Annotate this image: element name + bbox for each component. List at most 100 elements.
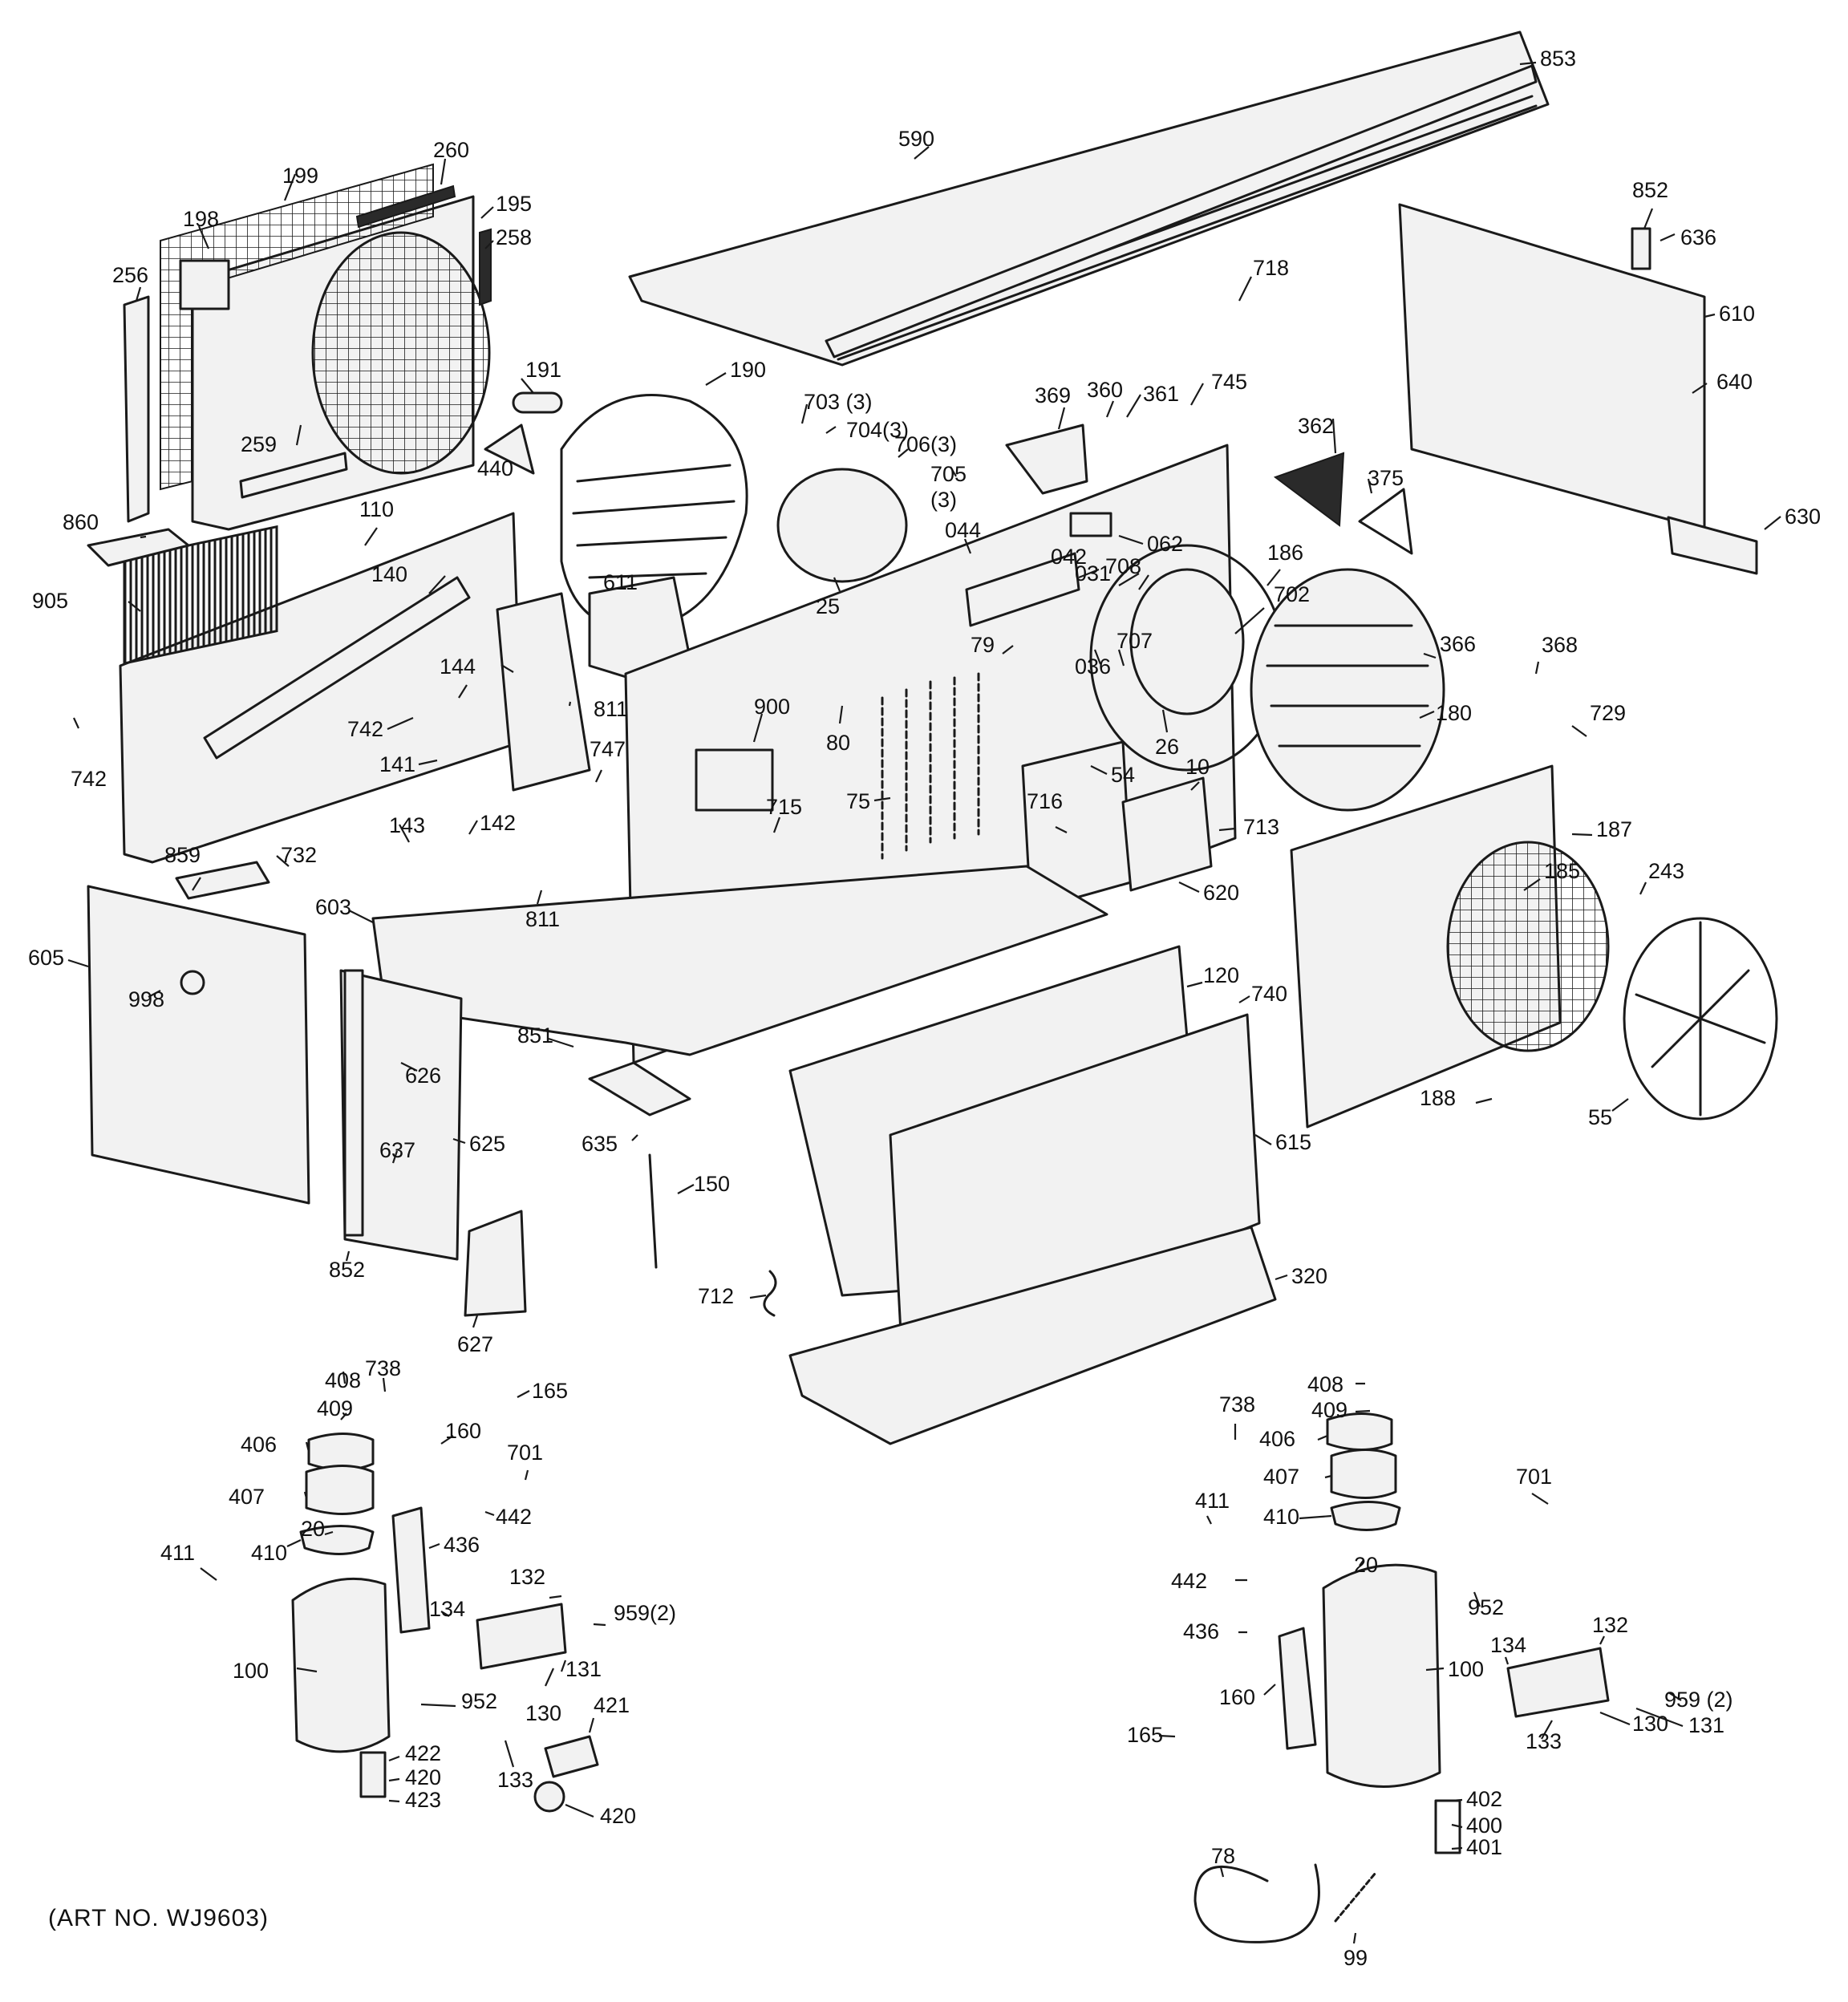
tube-140 bbox=[203, 576, 471, 760]
callout-860: 860 bbox=[63, 510, 99, 534]
callout-705: 705 bbox=[930, 462, 967, 486]
callout-738-left: 738 bbox=[365, 1356, 401, 1380]
callout-142: 142 bbox=[480, 811, 516, 835]
callout-411-right: 411 bbox=[1195, 1489, 1230, 1513]
callout-959-right: 959 (2) bbox=[1664, 1688, 1733, 1712]
callout-131-left: 131 bbox=[565, 1657, 602, 1681]
callout-708: 708 bbox=[1105, 554, 1141, 578]
tube-150 bbox=[648, 1153, 658, 1269]
bracket-440 bbox=[484, 424, 535, 475]
callout-80: 80 bbox=[826, 731, 850, 755]
callout-625: 625 bbox=[469, 1132, 505, 1156]
callout-110: 110 bbox=[359, 497, 394, 521]
callout-702: 702 bbox=[1274, 582, 1310, 606]
callout-191: 191 bbox=[525, 358, 561, 382]
callout-409-right: 409 bbox=[1311, 1398, 1348, 1422]
callout-626: 626 bbox=[405, 1064, 441, 1088]
callout-031: 031 bbox=[1075, 561, 1111, 586]
callout-716: 716 bbox=[1027, 789, 1063, 813]
strip-259 bbox=[239, 452, 348, 499]
callout-411-left: 411 bbox=[160, 1541, 195, 1565]
callout-141: 141 bbox=[379, 752, 415, 776]
callout-044: 044 bbox=[945, 518, 981, 542]
callout-042: 042 bbox=[1051, 545, 1087, 569]
panel-811 bbox=[496, 592, 591, 792]
bracket-630 bbox=[1667, 516, 1758, 575]
callout-100-left: 100 bbox=[233, 1659, 269, 1683]
callout-368: 368 bbox=[1542, 633, 1578, 657]
callout-747: 747 bbox=[590, 737, 626, 761]
bracket-369 bbox=[1005, 424, 1088, 495]
callout-436-left: 436 bbox=[444, 1533, 480, 1557]
callout-55: 55 bbox=[1588, 1105, 1612, 1129]
accumulator-436-right bbox=[1278, 1627, 1317, 1750]
callout-190: 190 bbox=[730, 358, 766, 382]
strip-260 bbox=[355, 184, 456, 229]
callout-131-right: 131 bbox=[1688, 1713, 1724, 1737]
rail-853 bbox=[825, 64, 1538, 359]
drain-pan-320 bbox=[788, 1226, 1277, 1445]
callout-036: 036 bbox=[1075, 654, 1111, 679]
callout-408-left: 408 bbox=[325, 1368, 361, 1392]
callout-851: 851 bbox=[517, 1023, 553, 1048]
pad-362 bbox=[1273, 452, 1345, 527]
mount-400-402 bbox=[1434, 1799, 1461, 1854]
callout-615: 615 bbox=[1275, 1130, 1311, 1154]
callout-78: 78 bbox=[1211, 1844, 1235, 1868]
callout-421: 421 bbox=[594, 1693, 630, 1717]
callout-442-right: 442 bbox=[1171, 1569, 1207, 1593]
callout-366: 366 bbox=[1440, 632, 1476, 656]
relay-131-left bbox=[476, 1603, 567, 1670]
strip-256 bbox=[123, 295, 150, 523]
side-panel-625 bbox=[339, 969, 463, 1261]
callout-952-right: 952 bbox=[1468, 1595, 1504, 1619]
callout-590: 590 bbox=[898, 127, 934, 151]
callout-422: 422 bbox=[405, 1741, 441, 1765]
grille-185 bbox=[1446, 841, 1610, 1052]
motor-702 bbox=[1129, 568, 1245, 715]
callout-811-a: 811 bbox=[594, 697, 628, 721]
callout-701-right: 701 bbox=[1516, 1465, 1552, 1489]
callout-635: 635 bbox=[582, 1132, 618, 1156]
top-cover-590 bbox=[628, 30, 1550, 367]
grommet-420b bbox=[533, 1781, 565, 1813]
callout-134-left: 134 bbox=[429, 1597, 465, 1621]
callout-199: 199 bbox=[282, 164, 318, 188]
wire-78 bbox=[1194, 1863, 1320, 1943]
callout-369: 369 bbox=[1035, 383, 1071, 407]
block-859 bbox=[175, 861, 270, 900]
bracket-10 bbox=[1121, 776, 1213, 892]
callout-134-right: 134 bbox=[1490, 1633, 1526, 1657]
callout-195: 195 bbox=[496, 192, 532, 216]
bracket-635 bbox=[588, 1061, 691, 1116]
callout-407-right: 407 bbox=[1263, 1465, 1299, 1489]
callout-732: 732 bbox=[281, 843, 317, 867]
callout-198: 198 bbox=[183, 207, 219, 231]
callout-436-right: 436 bbox=[1183, 1619, 1219, 1643]
callout-180: 180 bbox=[1436, 701, 1472, 725]
terminal-062 bbox=[1069, 512, 1112, 537]
block-900 bbox=[695, 748, 774, 812]
callout-10: 10 bbox=[1185, 755, 1210, 779]
overload-406-left bbox=[307, 1433, 375, 1471]
gasket-410-right bbox=[1330, 1501, 1401, 1531]
callout-852-bottom: 852 bbox=[329, 1258, 365, 1282]
callout-406-left: 406 bbox=[241, 1433, 277, 1457]
callout-410-left: 410 bbox=[251, 1541, 287, 1565]
cover-407-left bbox=[305, 1465, 375, 1515]
bracket-627 bbox=[464, 1210, 527, 1317]
compressor-100-left bbox=[291, 1577, 391, 1753]
callout-120: 120 bbox=[1203, 963, 1239, 987]
callout-900: 900 bbox=[754, 695, 790, 719]
spacer-191 bbox=[512, 391, 563, 414]
callout-742-b: 742 bbox=[71, 767, 107, 791]
callout-400: 400 bbox=[1466, 1814, 1502, 1838]
callout-140: 140 bbox=[371, 562, 407, 586]
callout-258: 258 bbox=[496, 225, 532, 249]
strip-637 bbox=[343, 969, 364, 1237]
wire-712 bbox=[763, 1270, 777, 1317]
callout-742-a: 742 bbox=[347, 717, 383, 741]
callout-640: 640 bbox=[1716, 370, 1753, 394]
callout-188: 188 bbox=[1420, 1086, 1456, 1110]
callout-620: 620 bbox=[1203, 881, 1239, 905]
